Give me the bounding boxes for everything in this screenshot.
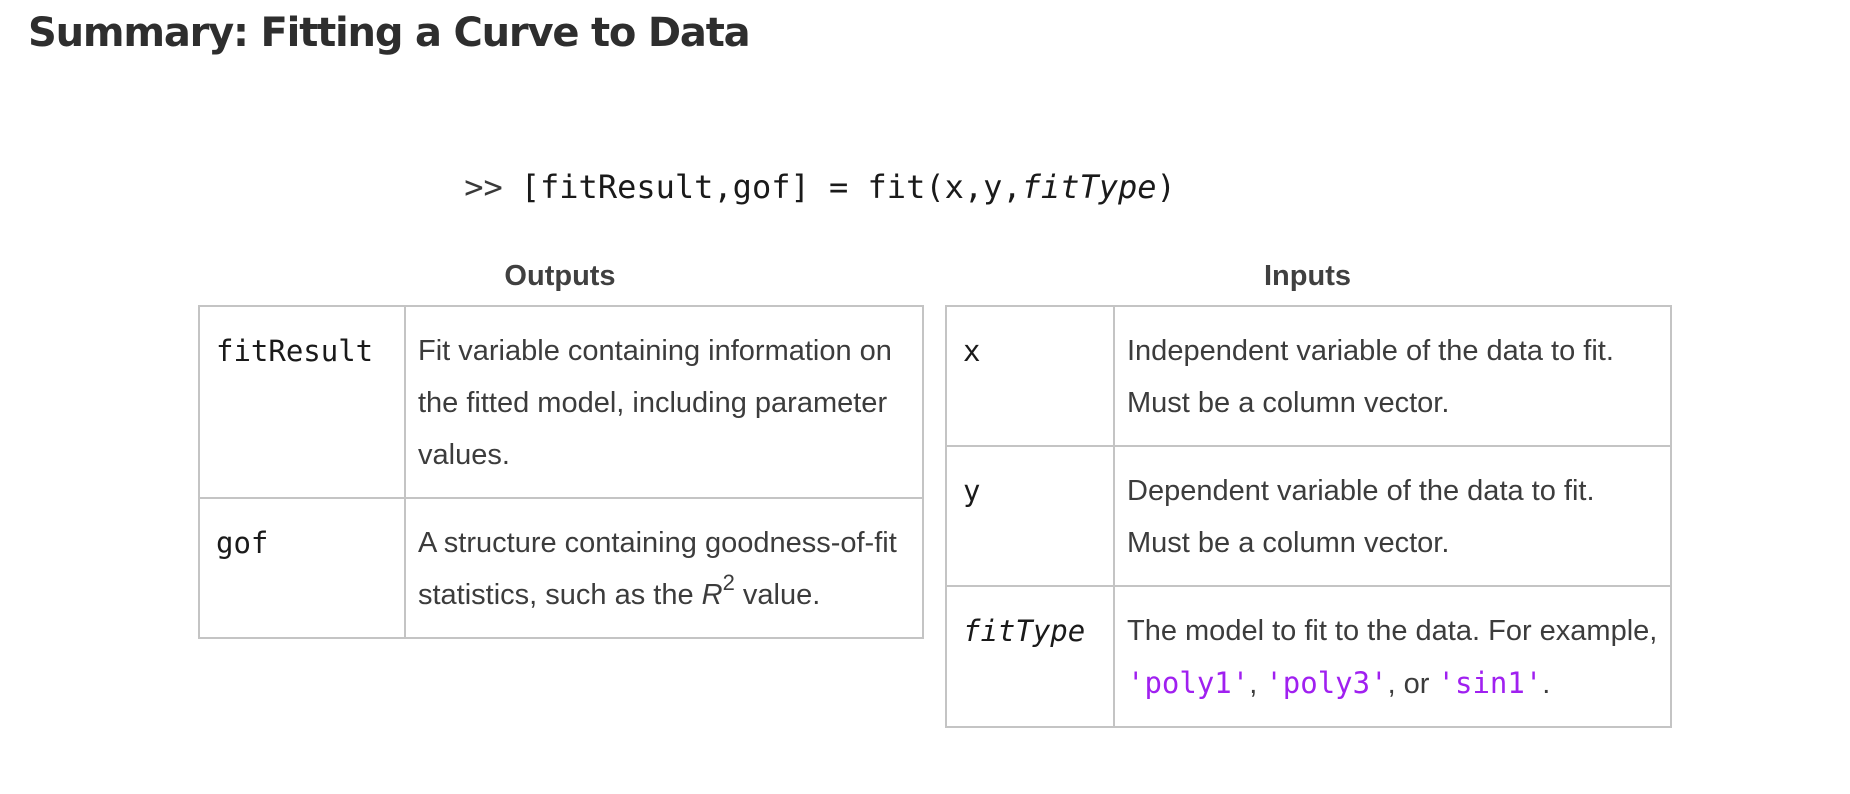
command-prompt: >> (464, 168, 503, 206)
inputs-table: x Independent variable of the data to fi… (945, 305, 1672, 728)
output-name-fitresult: fitResult (198, 305, 406, 499)
example-separator: , or (1387, 668, 1438, 700)
gof-description-text: A structure containing goodness-of-fit s… (418, 527, 897, 611)
output-description-gof: A structure containing goodness-of-fit s… (404, 497, 924, 639)
output-name-gof: gof (198, 497, 406, 639)
syntax-close-paren: ) (1156, 168, 1176, 206)
output-description-fitresult: Fit variable containing information on t… (404, 305, 924, 499)
fittype-description-text: The model to fit to the data. For exampl… (1127, 615, 1658, 647)
page-title: Summary: Fitting a Curve to Data (28, 10, 751, 56)
example-poly1: 'poly1' (1127, 666, 1250, 700)
input-description-x: Independent variable of the data to fit.… (1113, 305, 1672, 447)
input-description-y: Dependent variable of the data to fit. M… (1113, 445, 1672, 587)
r-squared-symbol: R (701, 579, 723, 611)
table-row: fitType The model to fit to the data. Fo… (945, 585, 1672, 728)
outputs-table: fitResult Fit variable containing inform… (198, 305, 924, 639)
input-name-fittype: fitType (945, 585, 1115, 728)
example-poly3: 'poly3' (1265, 666, 1388, 700)
fittype-description-tail: . (1542, 668, 1551, 700)
table-row: x Independent variable of the data to fi… (945, 305, 1672, 447)
syntax-code: [fitResult,gof] = fit(x,y, (520, 168, 1022, 206)
inputs-heading: Inputs (1264, 260, 1351, 292)
example-sin1: 'sin1' (1437, 666, 1543, 700)
table-row: fitResult Fit variable containing inform… (198, 305, 924, 499)
table-row: gof A structure containing goodness-of-f… (198, 497, 924, 639)
gof-description-tail: value. (734, 579, 821, 611)
table-row: y Dependent variable of the data to fit.… (945, 445, 1672, 587)
example-separator: , (1249, 668, 1266, 700)
r-squared-exponent: 2 (722, 570, 735, 595)
function-syntax: >> [fitResult,gof] = fit(x,y,fitType) (0, 168, 1640, 206)
syntax-fittype-arg: fitType (1021, 168, 1157, 206)
input-name-x: x (945, 305, 1115, 447)
input-description-fittype: The model to fit to the data. For exampl… (1113, 585, 1672, 728)
outputs-heading: Outputs (504, 260, 616, 292)
input-name-y: y (945, 445, 1115, 587)
